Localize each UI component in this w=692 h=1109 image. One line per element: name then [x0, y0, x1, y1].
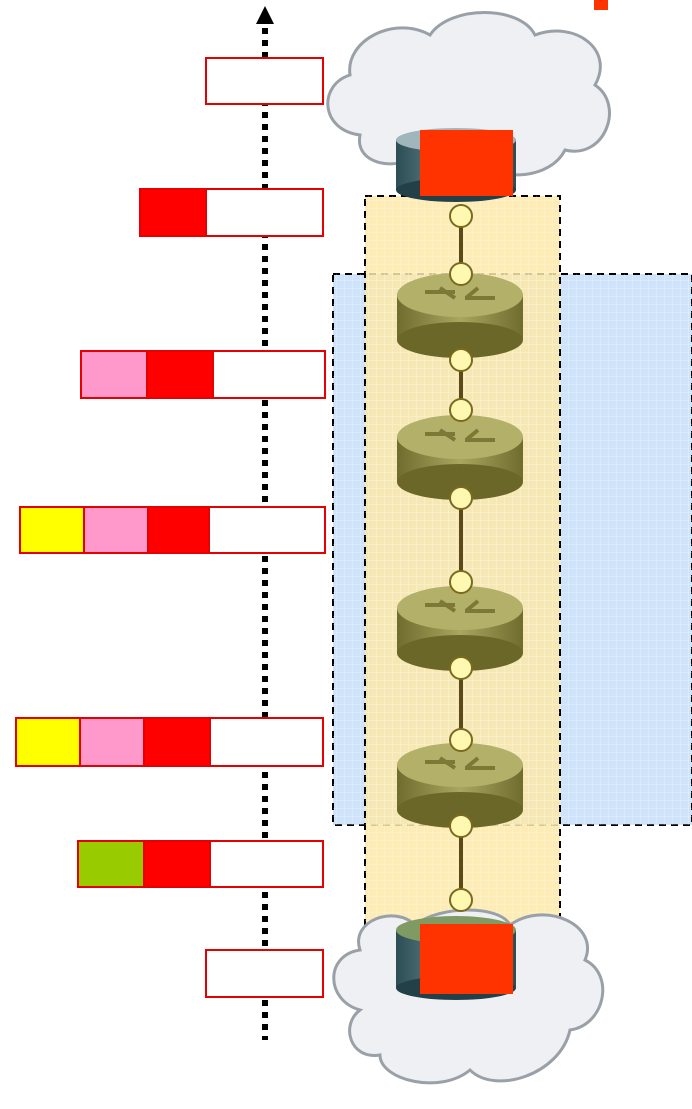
label-segment-red: [146, 350, 214, 399]
label-segment-white: [205, 949, 324, 998]
port-icon: [449, 398, 473, 422]
label-segment-red: [143, 840, 211, 888]
port-icon: [449, 486, 473, 510]
label-segment-red: [139, 188, 207, 237]
label-segment-yellow: [15, 717, 81, 767]
label-segment-green: [77, 840, 145, 888]
label-segment-pink: [79, 717, 145, 767]
up-arrow-icon: [256, 6, 274, 24]
port-icon: [449, 348, 473, 372]
label-stack-6: [77, 840, 324, 888]
label-segment-yellow: [19, 506, 85, 554]
label-stack-3: [80, 350, 326, 399]
label-stack-1: [205, 57, 324, 105]
label-segment-white: [209, 717, 324, 767]
edge-router-top: [396, 128, 516, 202]
label-stacks: [15, 57, 326, 998]
router-icon: [397, 743, 523, 828]
label-segment-pink: [80, 350, 148, 399]
label-stack-5: [15, 717, 324, 767]
label-segment-pink: [83, 506, 149, 554]
label-segment-red: [143, 717, 211, 767]
label-segment-white: [212, 350, 326, 399]
port-icon: [449, 888, 473, 912]
router-icon: [397, 273, 523, 358]
label-segment-white: [205, 188, 324, 237]
edge-router-bottom: [396, 916, 516, 1000]
label-segment-white: [209, 840, 324, 888]
label-stack-7: [205, 949, 324, 998]
router-icon: [397, 415, 523, 500]
label-segment-white: [205, 57, 324, 105]
label-stack-2: [139, 188, 324, 237]
port-icon: [449, 656, 473, 680]
edge-router-top-cap: [420, 130, 513, 196]
edge-router-bottom-cap: [420, 924, 513, 994]
port-icon: [449, 570, 473, 594]
corner-mark: [594, 0, 608, 10]
port-icon: [449, 262, 473, 286]
port-icon: [449, 814, 473, 838]
router-icon: [397, 586, 523, 671]
port-icon: [449, 204, 473, 228]
label-segment-red: [147, 506, 210, 554]
label-segment-white: [208, 506, 326, 554]
port-icon: [449, 728, 473, 752]
label-stack-4: [19, 506, 326, 554]
